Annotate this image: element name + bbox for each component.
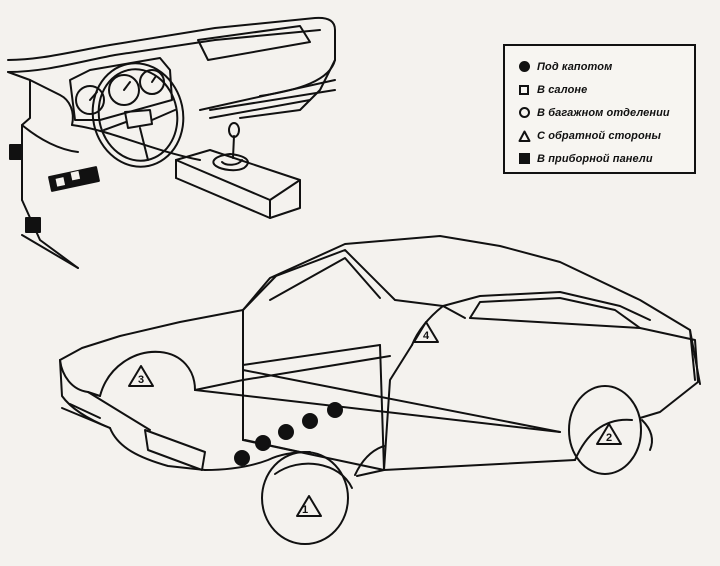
open-square-icon — [517, 83, 531, 97]
legend-label: В багажном отделении — [537, 106, 670, 119]
open-circle-icon — [517, 106, 531, 120]
legend-label: Под капотом — [537, 60, 613, 73]
legend-label: С обратной стороны — [537, 129, 662, 142]
svg-text:3: 3 — [138, 374, 144, 386]
legend-label: В приборной панели — [537, 152, 653, 165]
under-hood-dot-3 — [278, 424, 294, 440]
under-hood-dot-4 — [302, 413, 318, 429]
triangle-icon — [517, 129, 531, 143]
svg-text:1: 1 — [302, 504, 308, 516]
dashboard-illustration — [7, 16, 336, 269]
triangle-marker-1: 1 — [296, 495, 322, 517]
triangle-marker-3: 3 — [128, 365, 154, 387]
svg-text:4: 4 — [423, 330, 430, 342]
under-hood-dot-5 — [327, 402, 343, 418]
filled-square-icon — [517, 152, 531, 166]
legend-item-under-hood: Под капотом — [517, 55, 684, 78]
triangle-marker-4: 4 — [413, 321, 439, 343]
legend-item-instrument-panel: В приборной панели — [517, 147, 684, 170]
triangle-marker-2: 2 — [596, 423, 622, 445]
legend-item-trunk: В багажном отделении — [517, 101, 684, 124]
filled-circle-icon — [517, 60, 531, 74]
svg-text:2: 2 — [606, 432, 612, 444]
legend-item-reverse-side: С обратной стороны — [517, 124, 684, 147]
under-hood-dot-2 — [255, 435, 271, 451]
legend-label: В салоне — [537, 83, 588, 96]
car-illustration: 1 3 4 2 — [59, 235, 701, 545]
legend-box: Под капотом В салоне В багажном отделени… — [503, 44, 696, 174]
under-hood-dot-1 — [234, 450, 250, 466]
legend-item-cabin: В салоне — [517, 78, 684, 101]
